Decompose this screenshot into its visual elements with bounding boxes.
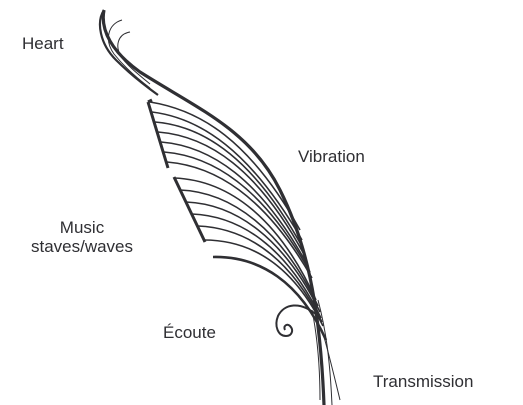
top-curl-middle	[108, 20, 150, 88]
upper-vane-outline	[148, 100, 168, 168]
label-music-line1: Music	[12, 219, 152, 238]
label-transmission: Transmission	[373, 373, 473, 392]
top-curl-outer	[100, 10, 158, 95]
label-music-staves: Music staves/waves	[12, 219, 152, 256]
lower-vane-outline	[174, 177, 205, 242]
label-heart: Heart	[22, 35, 64, 54]
label-ecoute: Écoute	[163, 324, 216, 343]
feather-shaft	[103, 10, 324, 405]
ecoute-curl	[276, 305, 318, 336]
label-vibration: Vibration	[298, 148, 365, 167]
label-music-line2: staves/waves	[12, 238, 152, 257]
